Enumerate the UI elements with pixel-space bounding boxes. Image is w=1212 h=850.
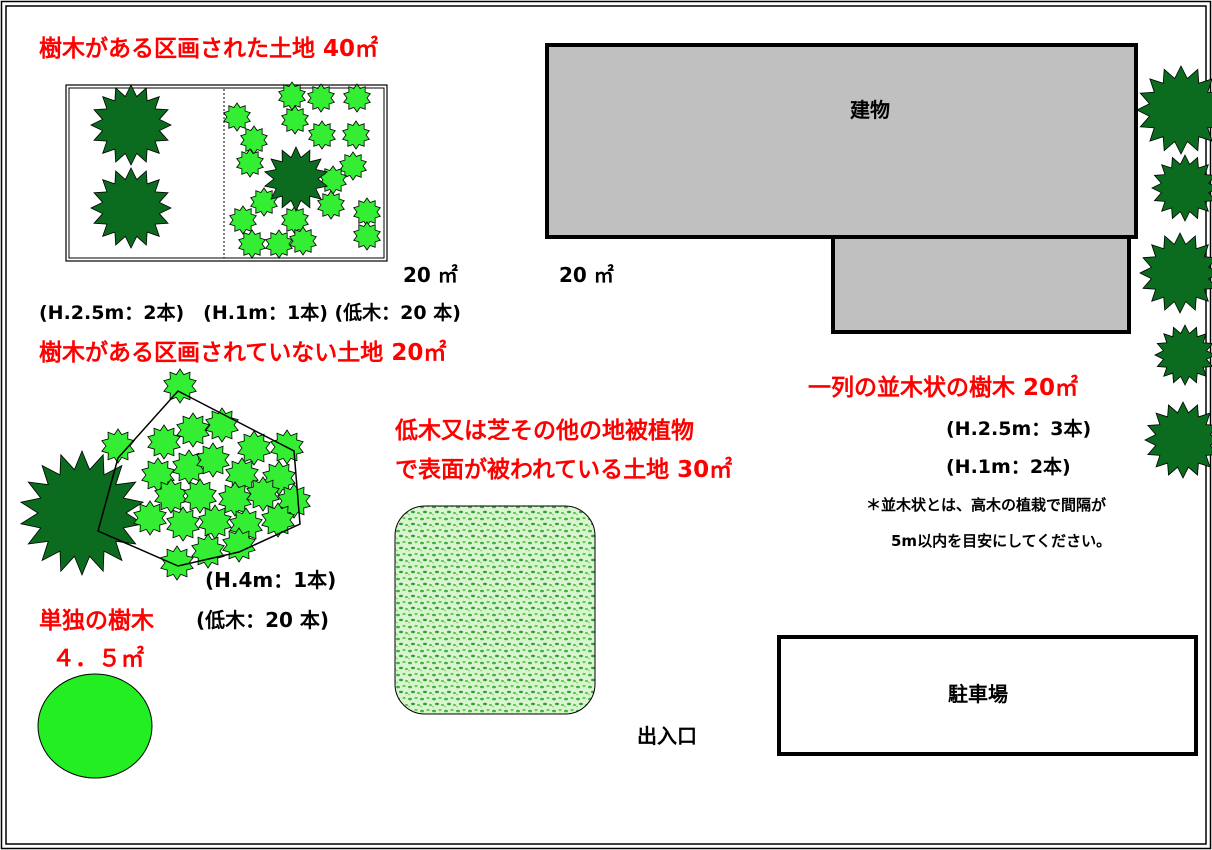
unpartitioned-cluster (19, 368, 311, 581)
row-trees-title: 一列の並木状の樹木 20㎡ (808, 375, 1079, 401)
shrub-icon (238, 229, 266, 259)
shrub-icon (196, 442, 230, 478)
shrub-icon (154, 478, 188, 514)
tall-tree-icon (90, 167, 172, 249)
row-tree-icon (1139, 232, 1212, 314)
row-trees-note-line1: ＊並木状とは、高木の植栽で間隔が (866, 496, 1107, 514)
shrub-icon (147, 424, 181, 460)
single-tree (37, 673, 153, 779)
shrub-icon (261, 502, 295, 538)
shrub-icon (307, 83, 335, 113)
shrub-icon (343, 83, 371, 113)
shrub-icon (223, 102, 251, 132)
cluster-boundary (97, 390, 301, 567)
shrub-icon (229, 205, 257, 235)
medium-tree-icon (263, 146, 329, 212)
shrub-icon (289, 226, 317, 256)
shrub-icon (166, 506, 200, 542)
shrub-icon (191, 533, 225, 569)
shrub-icon (236, 148, 264, 178)
shrub-icon (133, 500, 167, 536)
building-label: 建物 (850, 98, 890, 122)
cluster-low-count: (低木：20 本) (196, 608, 330, 632)
plot-area-right-label: 20 ㎡ (559, 263, 614, 287)
shrub-icon (353, 221, 381, 251)
shrub-icon (281, 105, 309, 135)
plot-area-left-label: 20 ㎡ (403, 263, 458, 287)
partitioned-plot-title: 樹木がある区画された土地 40㎡ (39, 36, 379, 62)
row-tree-icon (1136, 65, 1212, 155)
shrub-icon (176, 412, 210, 448)
shrub-icon (265, 229, 293, 259)
shrub-icon (163, 368, 197, 404)
row-tree-icon (1154, 324, 1212, 386)
shrub-icon (205, 407, 239, 443)
groundcover-title-line1: 低木又は芝その他の地被植物 (395, 418, 694, 444)
shrub-icon (246, 476, 280, 512)
tall-tree-icon (19, 449, 145, 577)
shrub-icon (101, 428, 135, 464)
single-tree-title: 単独の樹木 (39, 608, 154, 634)
row-trees (1136, 65, 1212, 479)
plot-trees (90, 81, 381, 259)
row-trees-note-line2: 5m以内を目安にしてください。 (891, 532, 1112, 550)
shrub-icon (160, 545, 194, 581)
plot-tree-counts: (H.2.5m：2本) (H.1m：1本) (低木：20 本) (39, 302, 461, 324)
shrub-icon (342, 120, 370, 150)
row-trees-low-count: (H.1m：2本) (946, 456, 1071, 478)
cluster-tall-count: (H.4m：1本) (205, 568, 337, 592)
parking-area (777, 635, 1198, 756)
shrub-icon (317, 190, 345, 220)
building (545, 43, 1138, 334)
shrub-icon (218, 481, 252, 517)
row-tree-icon (1151, 154, 1212, 222)
row-trees-tall-count: (H.2.5m：3本) (946, 418, 1092, 440)
unpartitioned-title: 樹木がある区画されていない土地 20㎡ (39, 340, 447, 366)
shrub-icon (308, 120, 336, 150)
entrance-label: 出入口 (637, 724, 697, 748)
shrub-icon (183, 478, 217, 514)
shrub-icon (339, 151, 367, 181)
shrub-icon (237, 430, 271, 466)
tall-tree-icon (90, 84, 172, 166)
parking-label: 駐車場 (948, 682, 1008, 706)
groundcover-area (394, 505, 596, 715)
row-tree-icon (1144, 401, 1212, 479)
single-tree-area: ４．５㎡ (52, 646, 144, 672)
groundcover-title-line2: で表面が被われている土地 30㎡ (395, 457, 733, 483)
